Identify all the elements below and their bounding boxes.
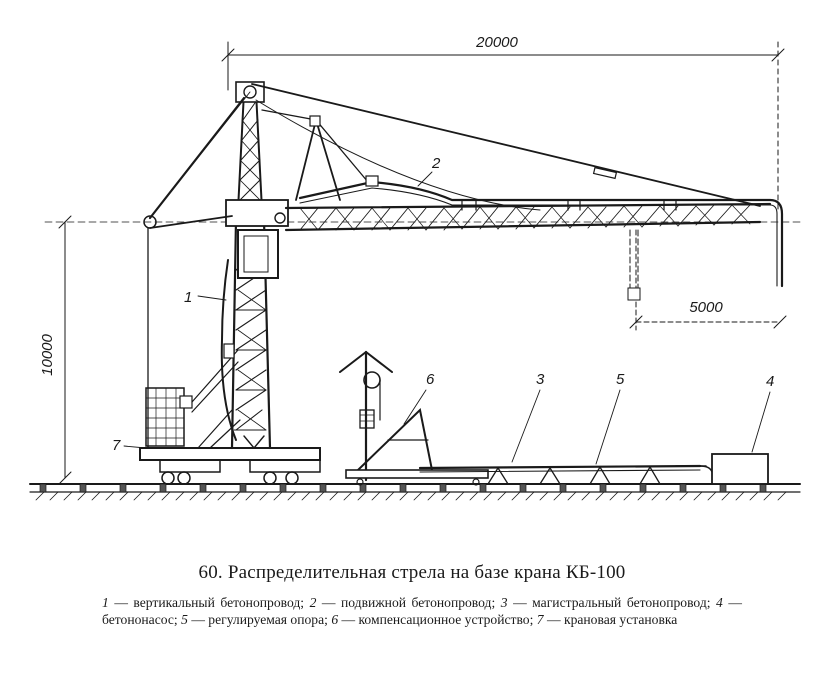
legend-text-5: — регулируемая опора; — [191, 612, 328, 627]
callout-3: 3 — [536, 371, 545, 388]
legend-num-3: 3 — [500, 595, 508, 610]
dimension-label-height: 10000 — [39, 333, 56, 375]
legend-num-2: 2 — [309, 595, 317, 610]
crane-counter-jib — [143, 91, 251, 449]
callouts: 1 2 3 4 5 6 7 7 — [112, 155, 774, 465]
legend-text-7: — крановая установка — [546, 612, 678, 627]
callout-2: 2 — [431, 155, 441, 172]
figure-number: 60. — [198, 562, 223, 583]
legend-text-6: — компенсационное устройство; — [341, 612, 534, 627]
crane-boom — [251, 83, 772, 232]
callout-1: 1 — [184, 289, 192, 306]
legend-text-2: — подвижной бетонопровод; — [321, 595, 496, 610]
legend-text-4: — бетононасос; — [102, 595, 742, 627]
main-pipe — [418, 464, 713, 485]
legend-num-5: 5 — [181, 612, 188, 627]
legend-text-1: — вертикальный бетонопровод; — [114, 595, 305, 610]
callout-6: 6 — [426, 371, 435, 388]
compensation-device — [339, 350, 489, 486]
figure-legend: 1 — вертикальный бетонопровод; 2 — подви… — [102, 594, 742, 628]
legend-text-3: — магистральный бетонопровод; — [513, 595, 711, 610]
legend-num-1: 1 — [102, 595, 109, 610]
legend-num-7: 7 — [536, 612, 544, 627]
dimension-label-offset: 5000 — [689, 299, 723, 316]
callout-7-base: 7 — [112, 437, 121, 454]
callout-5: 5 — [616, 371, 625, 388]
dimension-label-reach: 20000 — [475, 34, 518, 51]
dimension-5000: 5000 — [629, 229, 787, 331]
legend-num-6: 6 — [331, 612, 339, 627]
figure-title: Распределительная стрела на базе крана К… — [227, 562, 626, 583]
legend-num-4: 4 — [716, 595, 723, 610]
crane-diagram: 20000 10000 5000 — [29, 34, 801, 501]
ground — [29, 483, 801, 501]
movable-pipe — [298, 175, 784, 301]
dimension-20000: 20000 — [221, 34, 785, 211]
concrete-pump — [703, 453, 775, 485]
crane-base — [139, 349, 321, 485]
callout-4: 4 — [766, 373, 774, 390]
crane-tower — [220, 81, 289, 450]
figure-caption: 60. Распределительная стрела на базе кра… — [0, 562, 824, 584]
